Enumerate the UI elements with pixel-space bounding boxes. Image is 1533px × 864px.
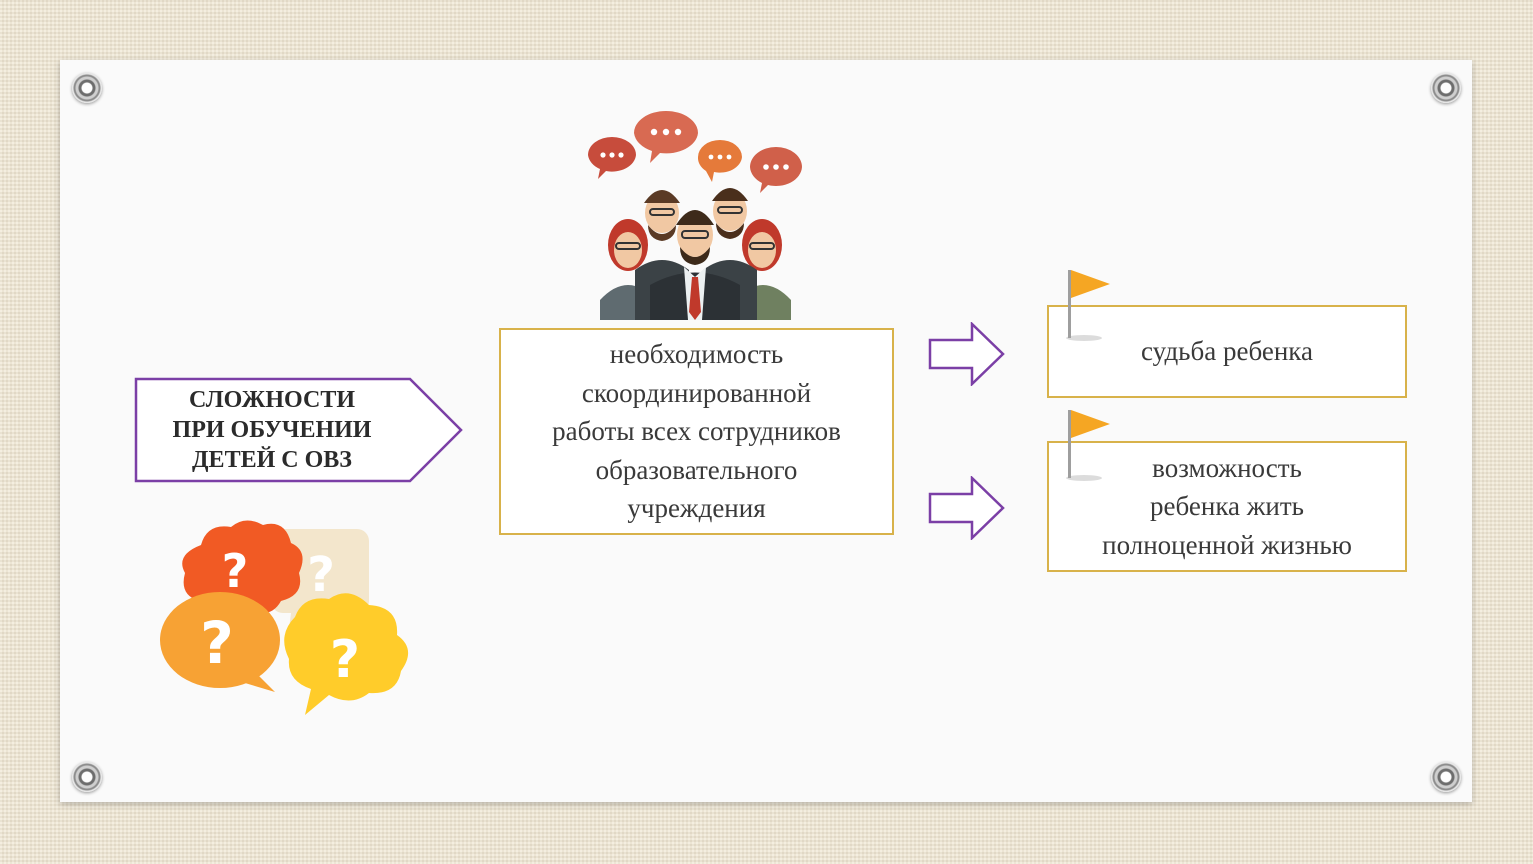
arrow-right-icon (928, 322, 1005, 386)
speech-bubbles-icon (588, 111, 802, 193)
question-bubbles-icon: ? ? ? ? (160, 520, 409, 715)
flag-icon (1066, 410, 1110, 481)
svg-text:?: ? (222, 544, 249, 598)
center-line: необходимость (609, 339, 784, 370)
title-pentagon-shape (134, 377, 463, 483)
outcome-line: полноценной жизнью (1102, 529, 1352, 560)
title-line: СЛОЖНОСТИ (188, 387, 356, 413)
arrow-right-icon (928, 476, 1005, 540)
flag-icon (1066, 270, 1110, 341)
center-line: работы всех сотрудников (552, 416, 841, 447)
title-line: ДЕТЕЙ С ОВЗ (192, 447, 352, 473)
center-line: скоординированной (581, 377, 812, 408)
outcome-line: возможность (1152, 452, 1302, 483)
svg-text:?: ? (307, 547, 335, 603)
rivet-icon (72, 762, 102, 792)
svg-text:?: ? (330, 630, 360, 690)
rivet-icon (1431, 762, 1461, 792)
outcome-line: ребенка жить (1150, 491, 1304, 522)
outcome-line: судьба ребенка (1141, 336, 1313, 367)
outcome-box: судьба ребенка (1047, 305, 1407, 398)
center-box: необходимость скоординированной работы в… (499, 328, 894, 535)
rivet-icon (72, 73, 102, 103)
rivet-icon (1431, 73, 1461, 103)
title-line: ПРИ ОБУЧЕНИИ (172, 417, 372, 443)
outcome-box: возможность ребенка жить полноценной жиз… (1047, 441, 1407, 572)
diagram-title: СЛОЖНОСТИ ПРИ ОБУЧЕНИИ ДЕТЕЙ С ОВЗ (140, 383, 404, 477)
svg-text:?: ? (200, 609, 234, 677)
people-group-icon (588, 111, 802, 320)
center-line: учреждения (627, 493, 766, 524)
center-line: образовательного (595, 454, 798, 485)
